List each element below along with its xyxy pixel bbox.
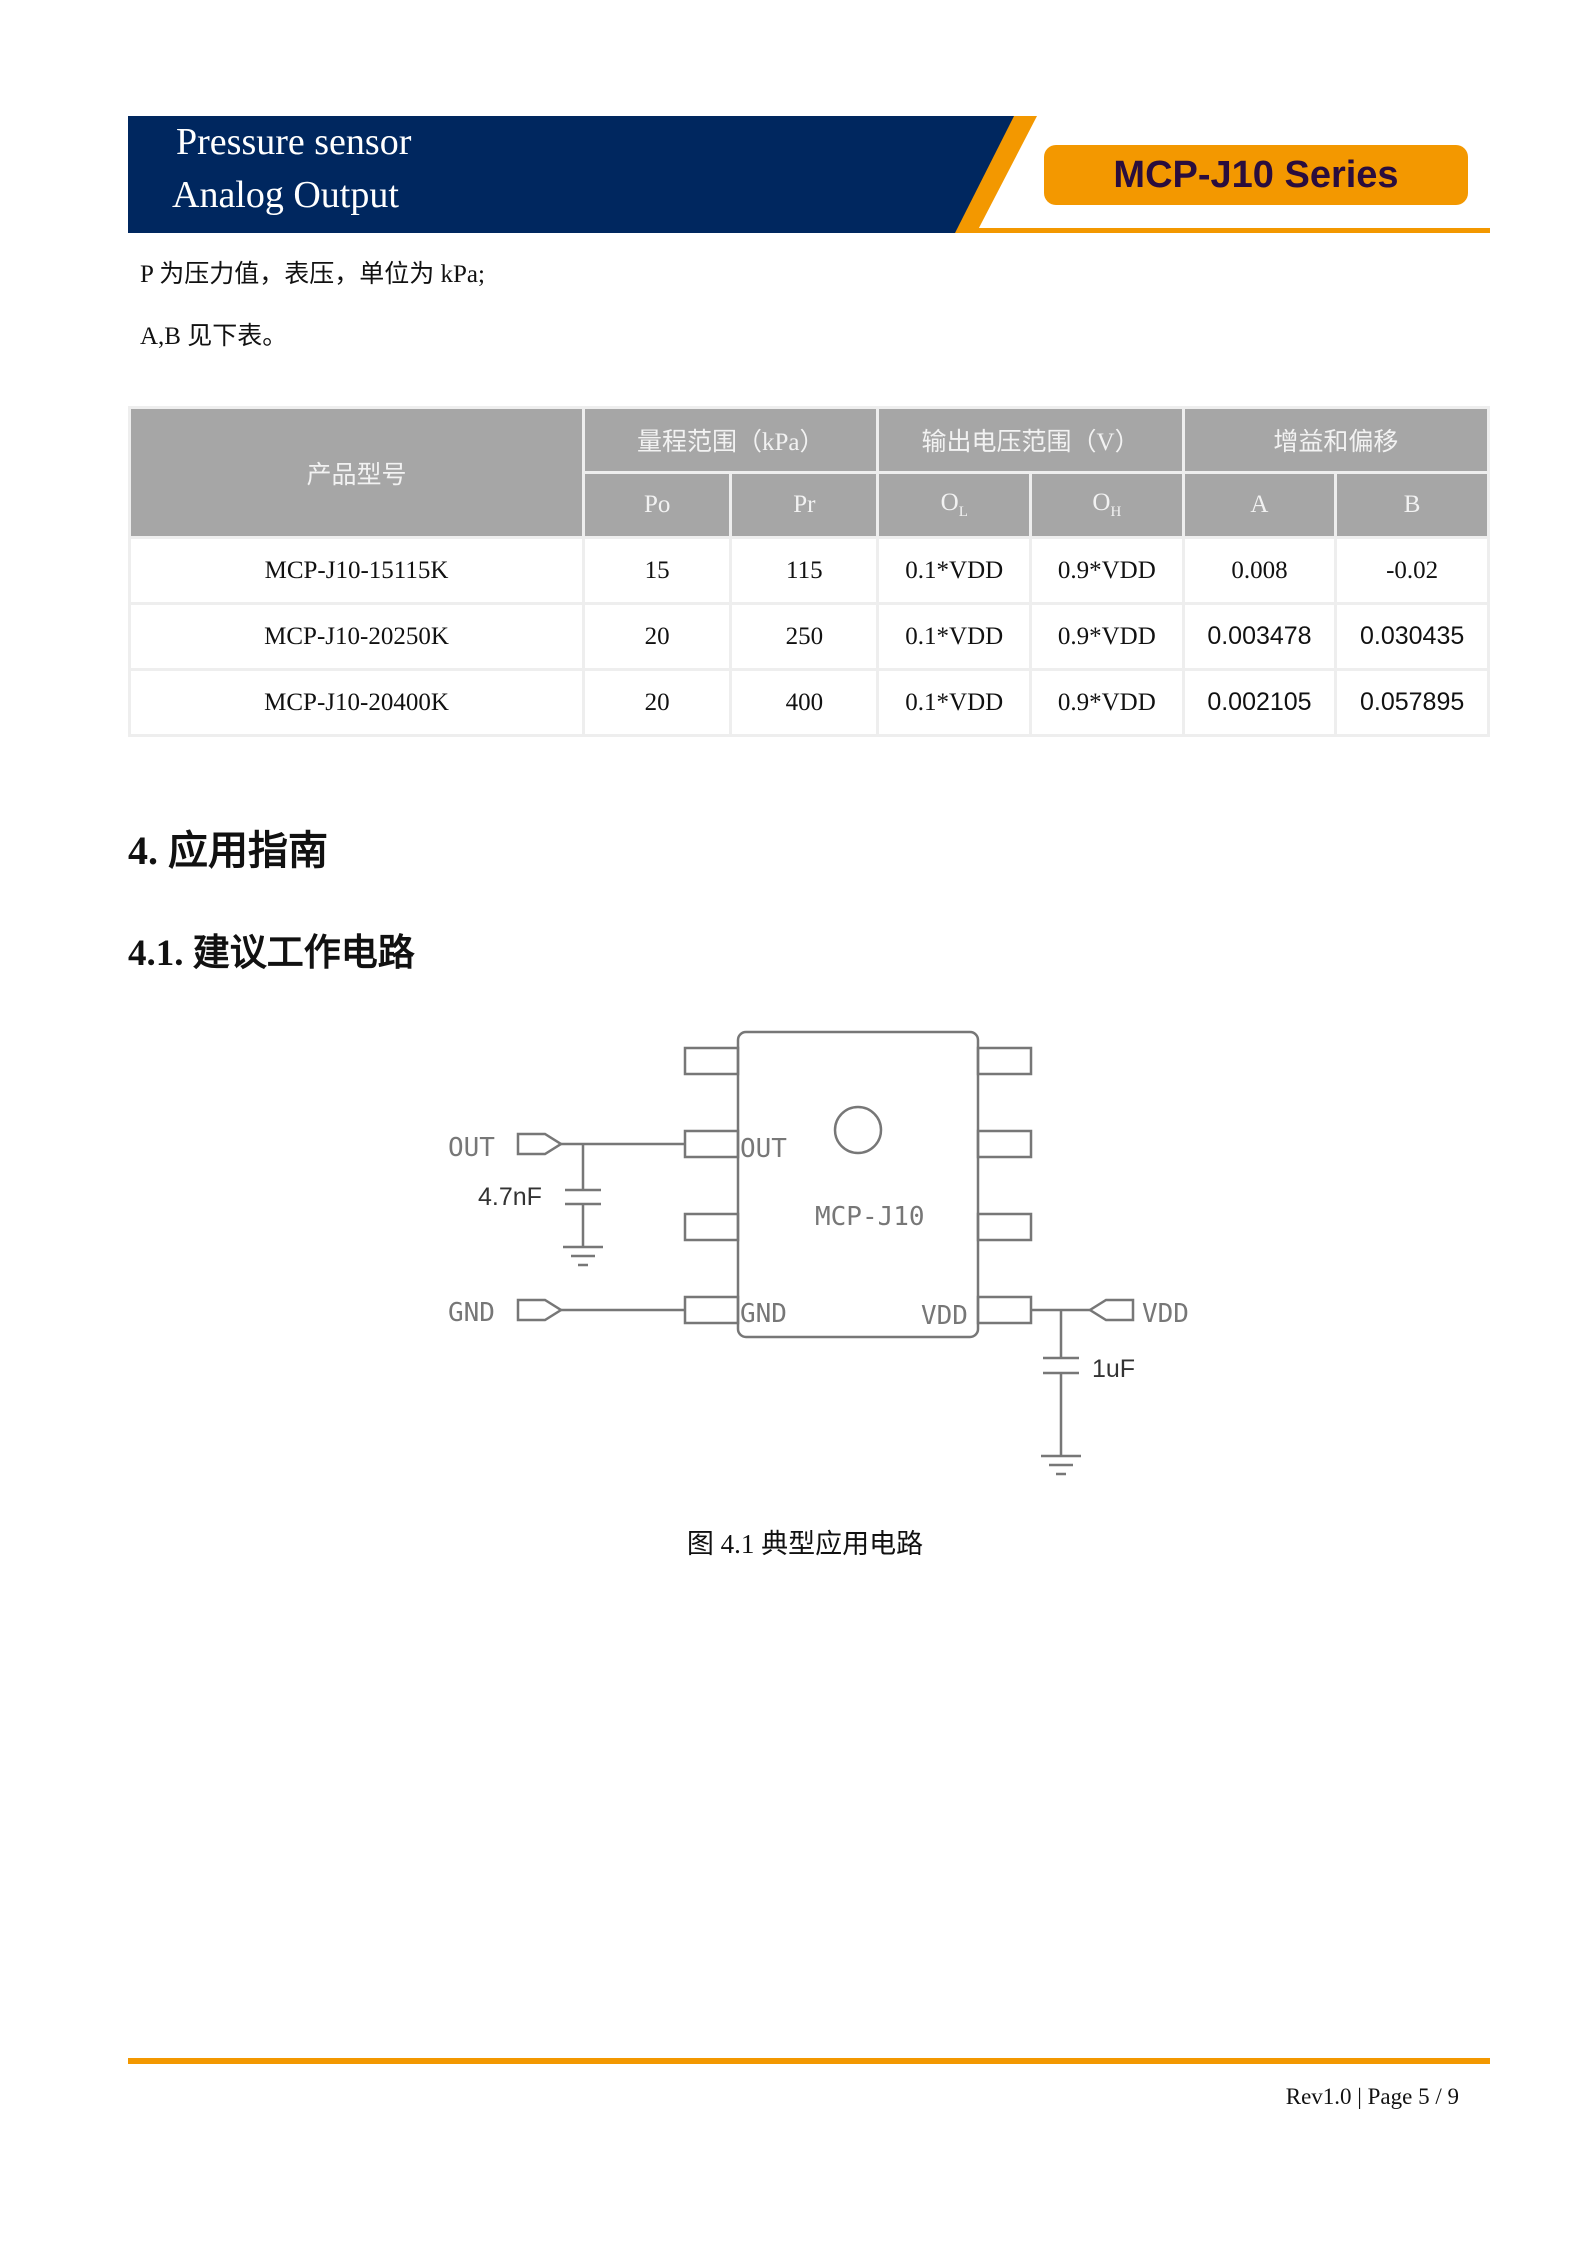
cap-out-value: 4.7nF [478,1183,542,1211]
subheader: OL [879,474,1030,536]
subheader-main: B [1403,491,1421,518]
pin-gnd-label: GND [740,1299,787,1329]
subheader: A [1184,474,1335,536]
table-cell: 400 [732,671,877,734]
subheader-main: A [1250,491,1269,518]
gnd-port-icon [516,1298,564,1322]
table-cell: 0.030435 [1337,605,1487,668]
pin1-marker [833,1105,883,1155]
table-cell: MCP-J10-20400K [131,671,583,734]
series-badge: MCP-J10 Series [1044,145,1468,205]
vdd-label: VDD [1142,1299,1189,1329]
pin-vdd-label: VDD [921,1301,968,1331]
subheader-main: O [940,489,959,516]
note-1: P 为压力值，表压，单位为 kPa; [140,261,485,288]
group-header: 增益和偏移 [1184,409,1487,471]
table-cell: 0.008 [1184,539,1335,602]
table-cell: 0.003478 [1184,605,1335,668]
cap-vdd-value: 1uF [1092,1355,1135,1383]
table-cell: 0.1*VDD [879,605,1030,668]
out-label: OUT [448,1133,495,1163]
header-subtitle: Analog Output [172,174,399,216]
table-cell: 250 [732,605,877,668]
subheader: Po [585,474,730,536]
out-port-icon [516,1132,564,1156]
pin-out-label: OUT [740,1134,787,1164]
figure-caption: 图 4.1 典型应用电路 [686,1529,924,1559]
subheader: B [1337,474,1487,536]
note-2: A,B 见下表。 [140,323,288,350]
section-heading: 4. 应用指南 [128,828,328,873]
subheader: OH [1032,474,1182,536]
table-cell: 20 [585,671,730,734]
subheader: Pr [732,474,877,536]
vdd-capacitor-ground [1041,1310,1081,1476]
header-line [975,228,1490,233]
table-cell: MCP-J10-15115K [131,539,583,602]
subheader-main: Po [643,491,671,518]
chip-body [736,1030,980,1339]
model-header: 产品型号 [131,409,583,536]
table-cell: 0.002105 [1184,671,1335,734]
table-cell: 0.1*VDD [879,671,1030,734]
header-title: Pressure sensor [176,121,412,163]
chip-label: MCP-J10 [815,1202,925,1232]
table-cell: 115 [732,539,877,602]
gnd-label: GND [448,1298,495,1328]
table-cell: 0.9*VDD [1032,539,1182,602]
subheader-main: O [1092,489,1111,516]
page-footer: Rev1.0 | Page 5 / 9 [1285,2084,1459,2109]
table-cell: 15 [585,539,730,602]
group-header: 输出电压范围（V） [879,409,1182,471]
table-cell: -0.02 [1337,539,1487,602]
table-cell: MCP-J10-20250K [131,605,583,668]
subheader-sub: H [1110,504,1122,520]
table-cell: 0.057895 [1337,671,1487,734]
table-cell: 0.9*VDD [1032,605,1182,668]
header-band [128,116,1033,233]
out-capacitor-ground [563,1144,603,1267]
vdd-port-icon [1087,1298,1135,1322]
table-cell: 0.9*VDD [1032,671,1182,734]
subsection-heading: 4.1. 建议工作电路 [128,933,415,974]
table-cell: 20 [585,605,730,668]
subheader-sub: L [958,504,968,520]
footer-line [128,2058,1490,2064]
subheader-main: Pr [793,491,816,518]
table-cell: 0.1*VDD [879,539,1030,602]
group-header: 量程范围（kPa） [585,409,877,471]
